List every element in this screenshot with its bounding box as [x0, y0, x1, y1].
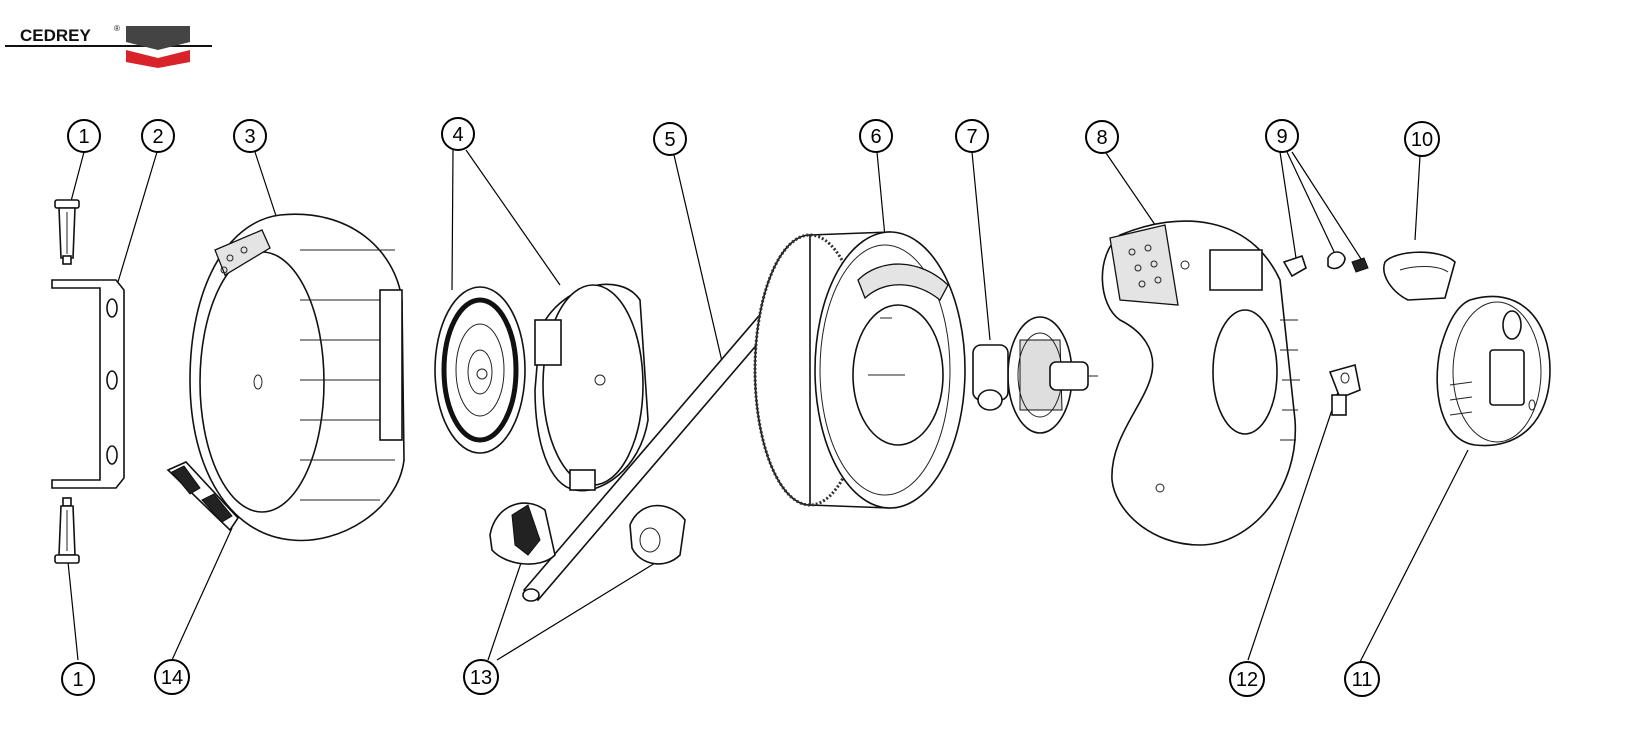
callout-1-bottom: 1: [61, 662, 95, 696]
svg-text:7: 7: [966, 126, 977, 148]
callout-1-top: 1: [67, 119, 101, 153]
callout-8: 8: [1085, 120, 1119, 154]
svg-text:13: 13: [470, 667, 492, 689]
registered-mark: ®: [114, 24, 120, 33]
callout-12: 12: [1229, 661, 1265, 697]
callout-9: 9: [1265, 119, 1299, 153]
part-8-front-housing: [1101, 220, 1300, 546]
svg-text:6: 6: [870, 126, 881, 148]
svg-text:2: 2: [152, 126, 163, 148]
part-11-end-cover: [1436, 295, 1551, 447]
part-10-handle-cap: [1383, 251, 1456, 301]
svg-text:14: 14: [161, 667, 183, 689]
callout-4: 4: [441, 117, 475, 151]
svg-text:5: 5: [664, 129, 675, 151]
part-3-rear-housing: [189, 213, 405, 542]
svg-text:9: 9: [1276, 126, 1287, 148]
svg-text:10: 10: [1411, 129, 1433, 151]
logo-chevron-dark: [126, 26, 190, 50]
callout-14: 14: [154, 659, 190, 695]
part-13-end-caps: [489, 502, 686, 565]
part-1-bottom-anchor: [54, 497, 80, 564]
part-7-swivel-hub: [972, 316, 1098, 434]
callout-13: 13: [463, 659, 499, 695]
svg-text:11: 11: [1352, 669, 1373, 691]
svg-text:3: 3: [244, 126, 255, 148]
part-9-fittings: [1282, 251, 1369, 278]
part-12-hose-connector: [1328, 363, 1361, 416]
logo-chevron-red: [126, 50, 190, 68]
brand-logo: CEDREY ®: [5, 24, 212, 68]
leader-lines: [67, 149, 1469, 663]
part-6-hose-drum: [753, 231, 966, 509]
svg-text:4: 4: [452, 124, 463, 146]
part-2-wall-bracket: [51, 279, 125, 489]
callout-5: 5: [653, 122, 687, 156]
brand-name: CEDREY: [20, 26, 92, 45]
svg-text:1: 1: [78, 126, 89, 148]
part-1-top-anchor: [54, 199, 80, 265]
part-4-spring-assembly: [434, 283, 649, 492]
callout-11: 11: [1344, 661, 1380, 697]
svg-text:8: 8: [1096, 127, 1107, 149]
svg-text:1: 1: [72, 669, 83, 691]
callout-6: 6: [859, 119, 893, 153]
callout-2: 2: [141, 119, 175, 153]
part-14-side-cover: [166, 461, 240, 532]
svg-text:12: 12: [1236, 669, 1258, 691]
callout-7: 7: [955, 119, 989, 153]
callout-3: 3: [233, 119, 267, 153]
callout-10: 10: [1404, 121, 1440, 157]
